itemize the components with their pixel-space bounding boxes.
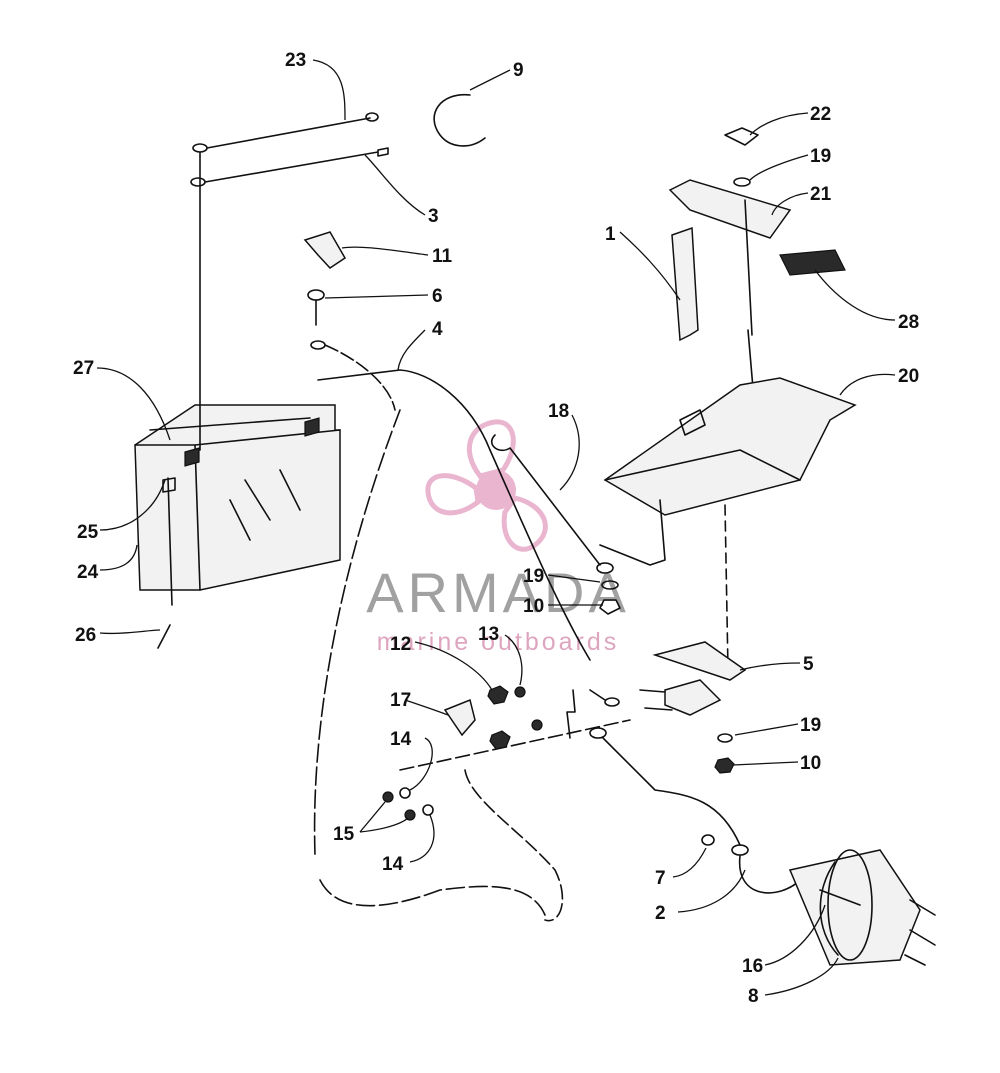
vent-hose bbox=[157, 477, 176, 649]
callout-27: 27 bbox=[73, 358, 94, 379]
solenoid bbox=[639, 641, 747, 716]
callout-2: 2 bbox=[655, 903, 666, 924]
lower-nut-washer bbox=[714, 733, 735, 774]
rod bbox=[490, 434, 621, 615]
callout-14-lower: 14 bbox=[382, 854, 404, 875]
terminal-boot bbox=[303, 231, 347, 269]
callout-19-bottom: 19 bbox=[800, 715, 821, 736]
battery-cables bbox=[190, 112, 389, 451]
callout-3: 3 bbox=[428, 206, 439, 227]
callout-26: 26 bbox=[75, 625, 96, 646]
watermark-brand: ARMADA bbox=[366, 561, 630, 624]
strap bbox=[671, 226, 699, 342]
callout-numbers: 23 9 3 11 6 4 27 25 24 26 1 22 19 21 28 … bbox=[73, 50, 919, 1007]
callout-24: 24 bbox=[77, 562, 99, 583]
callout-21: 21 bbox=[810, 184, 832, 205]
callout-4: 4 bbox=[432, 319, 443, 340]
callout-10-bottom: 10 bbox=[800, 753, 821, 774]
callout-10-middle: 10 bbox=[523, 596, 544, 617]
callout-28: 28 bbox=[898, 312, 919, 333]
propeller-logo-icon bbox=[425, 419, 548, 552]
wire-harness bbox=[399, 719, 631, 922]
battery-tray bbox=[599, 377, 857, 671]
callout-15: 15 bbox=[333, 824, 355, 845]
nuts-and-washers bbox=[382, 685, 620, 821]
leader-lines bbox=[96, 59, 896, 996]
watermark: ARMADA marine outboards bbox=[366, 419, 630, 656]
callout-23: 23 bbox=[285, 50, 306, 71]
callout-11: 11 bbox=[432, 246, 453, 267]
callout-1: 1 bbox=[605, 224, 616, 245]
callout-6: 6 bbox=[432, 286, 443, 307]
starter-cable bbox=[589, 727, 801, 894]
callout-18: 18 bbox=[548, 401, 569, 422]
callout-22: 22 bbox=[810, 104, 831, 125]
callout-12: 12 bbox=[390, 634, 411, 655]
starter-motor bbox=[788, 849, 936, 966]
callout-16: 16 bbox=[742, 956, 763, 977]
negative-cable bbox=[310, 340, 591, 916]
callout-13: 13 bbox=[478, 624, 499, 645]
starter-strap bbox=[819, 861, 839, 956]
pad bbox=[779, 249, 846, 276]
callout-19-top: 19 bbox=[810, 146, 831, 167]
callout-9: 9 bbox=[513, 60, 524, 81]
callout-7: 7 bbox=[655, 868, 666, 889]
battery bbox=[134, 404, 341, 591]
callout-17: 17 bbox=[390, 690, 411, 711]
callout-5: 5 bbox=[803, 654, 814, 675]
callout-8: 8 bbox=[748, 986, 759, 1007]
bolt bbox=[307, 289, 325, 326]
callout-20: 20 bbox=[898, 366, 919, 387]
wing-nut bbox=[724, 127, 759, 187]
hold-down-bracket bbox=[668, 179, 792, 239]
callout-19-middle: 19 bbox=[523, 566, 544, 587]
clamp bbox=[433, 94, 486, 147]
callout-25: 25 bbox=[77, 522, 99, 543]
callout-14-upper: 14 bbox=[390, 729, 412, 750]
